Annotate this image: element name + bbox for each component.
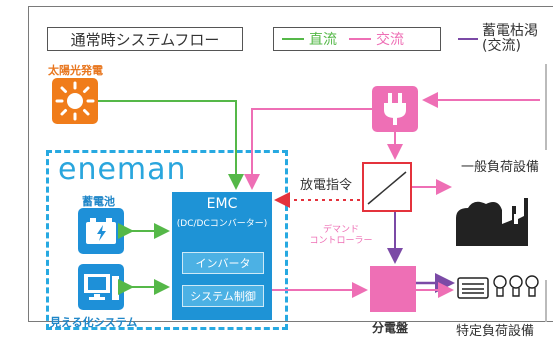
demand-controller-line1: デマンド <box>322 225 359 235</box>
grid-to-emc-line <box>244 108 372 190</box>
distribution-panel-label: 分電盤 <box>372 321 409 335</box>
discharge-command-label: 放電指令 <box>300 178 353 193</box>
light-bulb-icon <box>493 275 539 297</box>
emc-title: EMC <box>206 196 238 212</box>
battery-label: 蓄電池 <box>82 195 115 208</box>
monitor-device <box>78 264 124 310</box>
distribution-panel <box>370 266 416 312</box>
battery-device <box>78 208 124 254</box>
emc-subtitle: (DC/DCコンバーター) <box>176 219 268 229</box>
plug-icon <box>384 93 406 125</box>
demand-controller-label: デマンド コントローラー <box>298 225 384 247</box>
sun-icon <box>55 81 95 121</box>
legend-storage-line2: (交流) <box>482 38 521 54</box>
eneman-brand: eneman <box>58 152 187 187</box>
legend-ac-line <box>349 38 371 40</box>
diagram-title: 通常時システムフロー <box>47 27 243 51</box>
legend-storage-label: 蓄電枯渇 (交流) <box>482 24 538 54</box>
monitor-icon <box>84 274 119 300</box>
legend: 直流 交流 <box>273 27 441 51</box>
demand-controller-line2: コントローラー <box>309 236 373 246</box>
demand-controller-box <box>362 162 412 212</box>
solar-to-emc-line <box>98 100 244 190</box>
legend-ac-label: 交流 <box>376 32 404 48</box>
legend-storage-line1: 蓄電枯渇 <box>482 23 538 39</box>
general-load-label: 一般負荷設備 <box>461 160 540 175</box>
legend-dc-label: 直流 <box>309 32 337 48</box>
system-control-block: システム制御 <box>182 285 264 307</box>
inverter-block: インバータ <box>182 252 264 274</box>
appliance-icon <box>457 277 489 299</box>
eneman-system-frame <box>46 150 288 330</box>
switch-symbol <box>367 171 407 205</box>
legend-dc-line <box>282 38 304 40</box>
specific-load-label: 特定負荷設備 <box>456 324 535 339</box>
solar-label: 太陽光発電 <box>48 64 103 77</box>
solar-panel <box>52 78 98 124</box>
grid-power <box>372 86 418 132</box>
battery-icon <box>86 218 116 244</box>
legend-storage-line <box>458 38 478 40</box>
visualization-label: 見える化システム <box>50 316 138 329</box>
factory-icon <box>456 198 528 246</box>
diagram-frame <box>28 6 553 322</box>
